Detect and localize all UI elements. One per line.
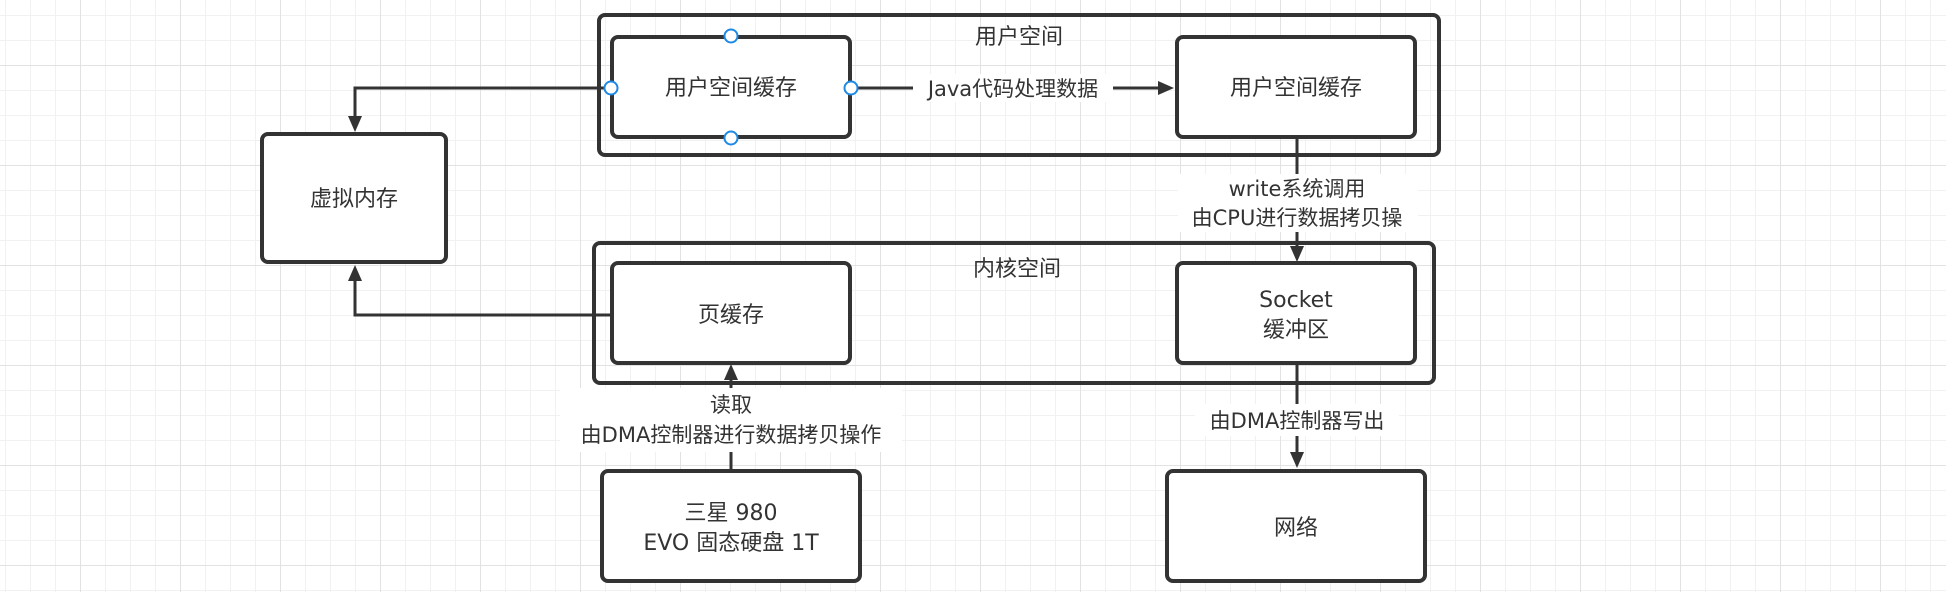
node-label: 页缓存 [698, 303, 764, 328]
node-box [1175, 261, 1417, 365]
node-box [1175, 35, 1417, 139]
connection-handle-left[interactable] [603, 80, 619, 96]
node-user-buffer-left[interactable]: 用户空间缓存 [610, 35, 852, 139]
node-page-cache[interactable]: 页缓存 [610, 261, 852, 365]
edge-label-bg [560, 388, 902, 452]
node-box [1165, 469, 1427, 583]
java-process-label: Java代码处理数据 [926, 77, 1098, 101]
edge-label-bg [1178, 174, 1418, 232]
arrowhead [1290, 246, 1304, 262]
node-box [610, 261, 852, 365]
node-label: 用户空间缓存 [665, 76, 797, 101]
node-box [260, 132, 448, 264]
node-label-line2: EVO 固态硬盘 1T [643, 531, 819, 556]
dma-read-label-line2: 由DMA控制器进行数据拷贝操作 [581, 423, 882, 447]
arrowhead [1158, 81, 1174, 95]
dma-read-label-line1: 读取 [710, 393, 752, 417]
edge-dma-read[interactable]: 读取 由DMA控制器进行数据拷贝操作 [560, 364, 902, 470]
dma-write-label: 由DMA控制器写出 [1210, 409, 1385, 433]
edge-label-bg [1195, 404, 1399, 436]
edge-line [353, 86, 610, 120]
kernel-space-border [592, 241, 1436, 385]
write-syscall-label-line1: write系统调用 [1229, 177, 1366, 201]
edge-java-process[interactable]: Java代码处理数据 [852, 74, 1174, 102]
arrowhead [348, 116, 362, 132]
node-label-line2: 缓冲区 [1263, 318, 1329, 343]
node-box [600, 469, 862, 583]
node-ssd[interactable]: 三星 980 EVO 固态硬盘 1T [600, 469, 862, 583]
edge-write-syscall[interactable]: write系统调用 由CPU进行数据拷贝操 [1178, 138, 1418, 262]
arrowhead [348, 265, 362, 281]
connection-handle-bottom[interactable] [723, 130, 739, 146]
arrowhead [724, 364, 738, 380]
node-label-line1: Socket [1259, 288, 1333, 313]
user-space-title: 用户空间 [975, 25, 1063, 50]
edge-user-buffer-to-virtual-memory[interactable] [348, 86, 610, 132]
node-label: 虚拟内存 [310, 187, 398, 212]
kernel-space-title: 内核空间 [973, 257, 1061, 282]
write-syscall-label-line2: 由CPU进行数据拷贝操 [1192, 206, 1403, 230]
selection-handles [603, 28, 859, 146]
node-label: 用户空间缓存 [1230, 76, 1362, 101]
edge-dma-write[interactable]: 由DMA控制器写出 [1195, 364, 1399, 468]
edge-label-bg [913, 74, 1113, 102]
connection-handle-right[interactable] [843, 80, 859, 96]
kernel-space-container[interactable]: 内核空间 [592, 241, 1436, 385]
connection-handle-top[interactable] [723, 28, 739, 44]
node-network[interactable]: 网络 [1165, 469, 1427, 583]
user-space-container[interactable]: 用户空间 [597, 13, 1441, 157]
node-user-buffer-right[interactable]: 用户空间缓存 [1175, 35, 1417, 139]
arrowhead [1290, 452, 1304, 468]
edge-page-cache-to-virtual-memory[interactable] [348, 265, 610, 317]
node-socket-buffer[interactable]: Socket 缓冲区 [1175, 261, 1417, 365]
node-label: 网络 [1274, 516, 1318, 541]
user-space-border [597, 13, 1441, 157]
node-virtual-memory[interactable]: 虚拟内存 [260, 132, 448, 264]
node-label-line1: 三星 980 [685, 501, 778, 526]
edge-line [353, 279, 610, 317]
